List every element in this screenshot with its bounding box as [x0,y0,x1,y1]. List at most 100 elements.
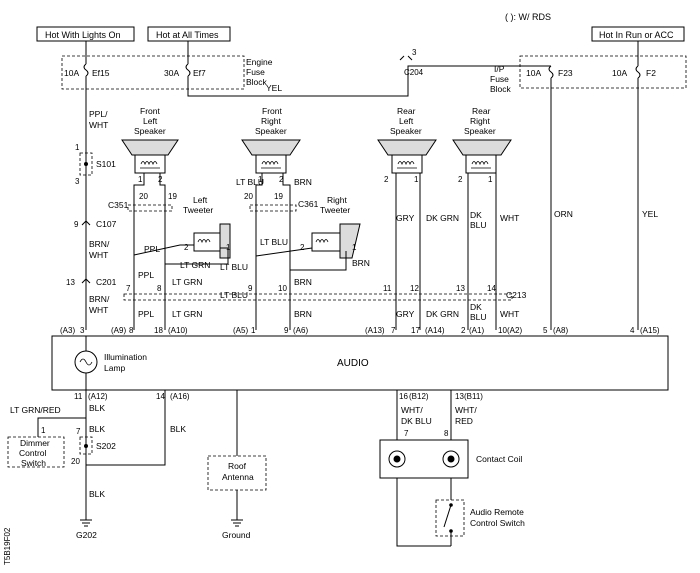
c361-label: C361 [298,199,319,209]
s202-top-pin: 7 [76,427,81,436]
svg-text:14: 14 [487,284,496,293]
pin-9: 9 [284,326,289,335]
pin-a10: (A10) [168,326,188,335]
pin-11: 11 [74,392,83,401]
svg-text:7: 7 [404,429,409,438]
svg-text:9: 9 [248,284,253,293]
right-tweeter-label-2: Tweeter [320,205,350,215]
s101-top-pin: 1 [75,143,80,152]
rear-left-label-2: Left [399,116,414,126]
s101-bot-pin: 3 [75,177,80,186]
wire-brn-wht-1: BRN/ [89,239,110,249]
wire-lt-grn-red: LT GRN/RED [10,405,61,415]
fuse-ef15-label: Ef15 [92,68,110,78]
wire-gry-1: GRY [396,213,415,223]
audio-remote-control-switch [435,499,465,537]
svg-text:19: 19 [168,192,177,201]
source-lights-on: Hot With Lights On [45,30,121,40]
svg-text:13: 13 [456,284,465,293]
wire-wht-dkblu-1: WHT/ [401,405,423,415]
wire-dk-blu-2a: DK [470,302,482,312]
fuse-ef7 [185,63,191,77]
wire-ppl-2: PPL [138,270,154,280]
svg-text:1: 1 [41,426,46,435]
c204-pin: 3 [412,48,417,57]
wire-wht-red-2: RED [455,416,473,426]
dimmer-label-3: Switch [21,458,46,468]
c107-label: C107 [96,219,117,229]
svg-text:1: 1 [138,175,143,184]
wire-lt-grn-2: LT GRN [172,277,202,287]
fuse-ef15 [83,63,89,77]
ip-fuse-label-1: I/P [494,64,505,74]
c201-label: C201 [96,277,117,287]
rear-right-label-3: Speaker [464,126,496,136]
wire-brn-2: BRN [352,258,370,268]
remote-label-1: Audio Remote [470,507,524,517]
svg-text:1: 1 [258,175,263,184]
source-box-all-times [147,26,231,42]
c351-label: C351 [108,200,129,210]
source-all-times: Hot at All Times [156,30,219,40]
engine-fuse-label-3: Block [246,77,268,87]
pin-4: 4 [630,326,635,335]
s202-label: S202 [96,441,116,451]
pin-18: 18 [154,326,163,335]
legend-text: ( ): W/ RDS [505,12,551,22]
wire-brn-wht2-2: WHT [89,305,108,315]
dimmer-label-1: Dimmer [20,438,50,448]
illum-label-1: Illumination [104,352,147,362]
fuse-f23-label: F23 [558,68,573,78]
pin-a6: (A6) [293,326,308,335]
ground-g202-icon [80,519,92,527]
svg-text:19: 19 [274,192,283,201]
audio-unit [51,335,669,391]
front-right-label-1: Front [262,106,282,116]
svg-text:8: 8 [157,284,162,293]
wire-yel-right: YEL [642,209,658,219]
wire-brn-3: BRN [294,277,312,287]
pin-8: 8 [129,326,134,335]
wire-lt-blu-3: LT BLU [220,262,248,272]
pin-2: 2 [461,326,466,335]
rear-left-label-1: Rear [397,106,416,116]
svg-text:1: 1 [352,243,357,252]
svg-text:12: 12 [410,284,419,293]
front-left-label-3: Speaker [134,126,166,136]
wire-ppl-wht-2: WHT [89,120,108,130]
wire-lt-blu-1: LT BLU [236,177,264,187]
wire-dk-grn-1: DK GRN [426,213,459,223]
pin-16: 16 [399,392,408,401]
engine-fuse-block [61,55,245,90]
pin-10: 10 [498,326,507,335]
pin-1: 1 [251,326,256,335]
pin-b12: (B12) [409,392,429,401]
svg-text:2: 2 [458,175,463,184]
svg-text:2: 2 [184,243,189,252]
svg-text:7: 7 [126,284,131,293]
pin-3: 3 [80,326,85,335]
left-tweeter-label-2: Tweeter [183,205,213,215]
wire-yel-top: YEL [266,83,282,93]
wire-wht-1: WHT [500,213,519,223]
wire-lt-blu-4: LT BLU [220,290,248,300]
front-right-speaker [241,139,301,174]
front-right-label-3: Speaker [255,126,287,136]
wire-wht-red-1: WHT/ [455,405,477,415]
source-run-acc: Hot In Run or ACC [599,30,674,40]
audio-label: AUDIO [337,358,369,369]
wire-blk-1: BLK [89,403,105,413]
wire-gry-2: GRY [396,309,415,319]
wire-brn-1: BRN [294,177,312,187]
s101-label: S101 [96,159,116,169]
ip-fuse-block [519,55,687,89]
fuse-f23 [548,65,554,79]
pin-a16: (A16) [170,392,190,401]
wire-dk-blu-1b: BLU [470,220,487,230]
fuse-f2 [635,65,641,79]
pin-5: 5 [543,326,548,335]
wire-blk-4: BLK [89,489,105,499]
fuse-ef7-label: Ef7 [193,68,206,78]
pin-a3: (A3) [60,326,75,335]
